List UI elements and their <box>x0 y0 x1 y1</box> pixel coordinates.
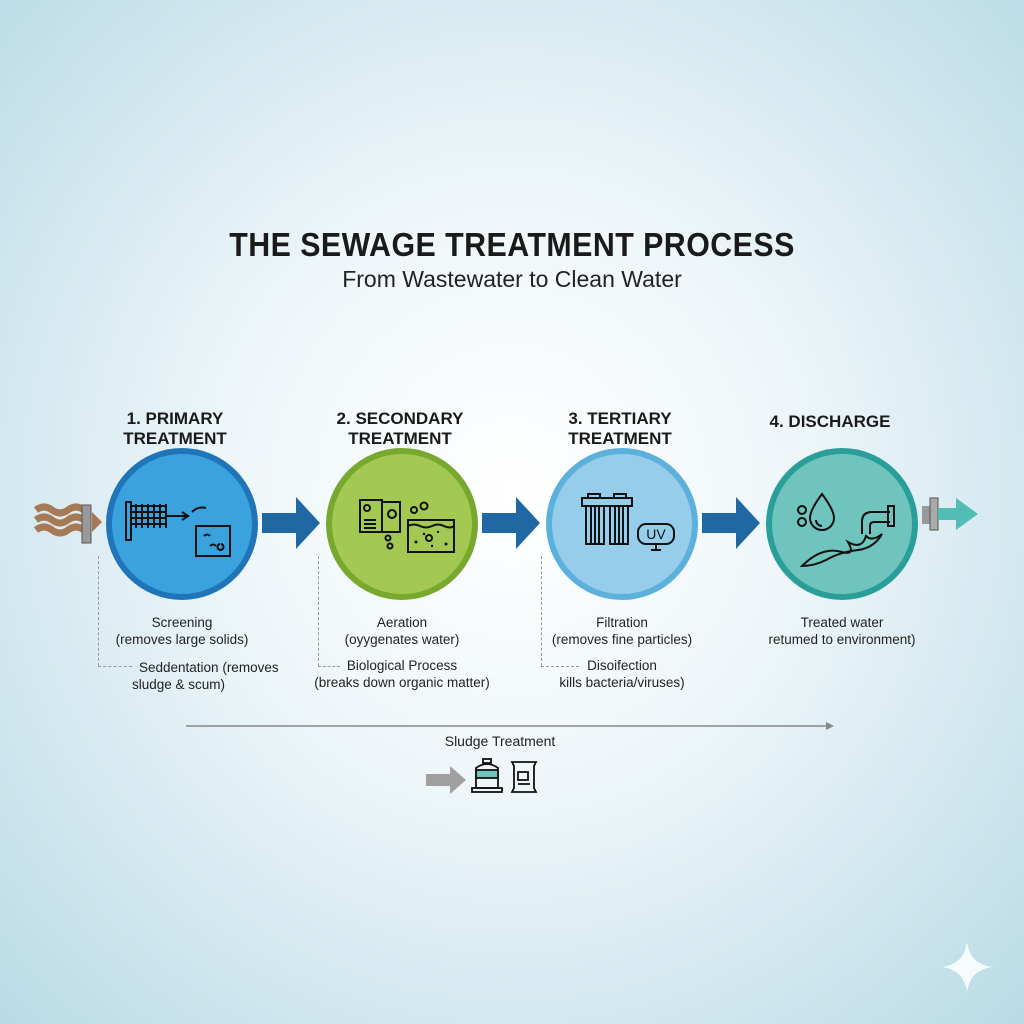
connector-line <box>318 556 319 666</box>
stage-1-circle <box>106 448 258 600</box>
desc-line: (removes fine particles) <box>551 632 693 647</box>
stage-1-title: 1. PRIMARY TREATMENT <box>75 409 275 449</box>
sludge-treatment-label: Sludge Treatment <box>444 733 556 749</box>
stage-3-title-line1: 3. TERTIARY <box>568 409 672 428</box>
page-subtitle: From Wastewater to Clean Water <box>342 266 682 292</box>
desc-line: (removes large solids) <box>115 632 249 647</box>
stage-3-disinfection-text: Disoifection kills bacteria/viruses) <box>512 657 732 691</box>
sludge-flow-line <box>186 722 834 730</box>
connector-line <box>541 666 579 667</box>
connector-line <box>318 666 340 667</box>
connector-line <box>98 556 99 666</box>
page-title: THE SEWAGE TREATMENT PROCESS <box>229 226 795 263</box>
desc-line: retumed to environment) <box>768 632 916 647</box>
aeration-tank-icon <box>359 499 455 553</box>
water-discharge-icon <box>797 492 895 568</box>
flow-arrow-icon <box>702 497 760 549</box>
desc-line: Filtration <box>596 615 648 630</box>
stage-4-title: 4. DISCHARGE <box>730 412 930 432</box>
flow-arrow-icon <box>482 497 540 549</box>
flow-arrow-icon <box>262 497 320 549</box>
stage-2-title-line1: 2. SECONDARY <box>336 409 464 428</box>
sludge-arrow-icon <box>426 766 466 794</box>
desc-line: Aeration <box>376 615 428 630</box>
stage-2-title: 2. SECONDARY TREATMENT <box>300 409 500 449</box>
stage-3-title: 3. TERTIARY TREATMENT <box>520 409 720 449</box>
screening-sedimentation-icon <box>125 501 231 557</box>
uv-label: UV <box>646 526 666 542</box>
desc-line: Biological Process <box>346 658 458 673</box>
stage-1-sedimentation-text: Seddentation (removes sludge & scum) <box>105 659 305 693</box>
clean-water-outflow-icon <box>922 497 978 531</box>
stage-2-biological-text: Biological Process (breaks down organic … <box>292 657 512 691</box>
stage-3-title-line2: TREATMENT <box>568 429 672 448</box>
connector-line <box>98 666 132 667</box>
stage-1-title-line1: 1. PRIMARY <box>126 409 224 428</box>
stage-3-filtration-text: Filtration (removes fine particles) <box>512 614 732 648</box>
stage-3-circle: UV <box>546 448 698 600</box>
stage-4-discharge-text: Treated water retumed to environment) <box>732 614 952 648</box>
stage-1-screening-text: Screening (removes large solids) <box>72 614 292 648</box>
stage-4-title-line1: 4. DISCHARGE <box>769 412 891 431</box>
wastewater-inflow-icon <box>33 503 102 544</box>
desc-line: (oyygenates water) <box>344 632 460 647</box>
stage-1-title-line2: TREATMENT <box>123 429 227 448</box>
filtration-uv-icon: UV <box>581 493 675 551</box>
desc-line: Treated water <box>800 615 884 630</box>
desc-line: sludge & scum) <box>132 677 226 692</box>
desc-line: kills bacteria/viruses) <box>559 675 685 690</box>
stage-4-circle <box>766 448 918 600</box>
desc-line: (breaks down organic matter) <box>314 675 490 690</box>
digester-tank-icon <box>471 758 503 793</box>
desc-line: Disoifection <box>587 658 657 673</box>
stage-2-circle <box>326 448 478 600</box>
desc-line: Seddentation (removes <box>139 660 279 675</box>
sparkle-icon <box>942 942 992 992</box>
sludge-treatment-icons <box>426 758 538 794</box>
stage-2-title-line2: TREATMENT <box>348 429 452 448</box>
connector-line <box>541 556 542 666</box>
desc-line: Screening <box>151 615 213 630</box>
stage-2-aeration-text: Aeration (oyygenates water) <box>292 614 512 648</box>
fertilizer-bag-icon <box>510 761 538 793</box>
